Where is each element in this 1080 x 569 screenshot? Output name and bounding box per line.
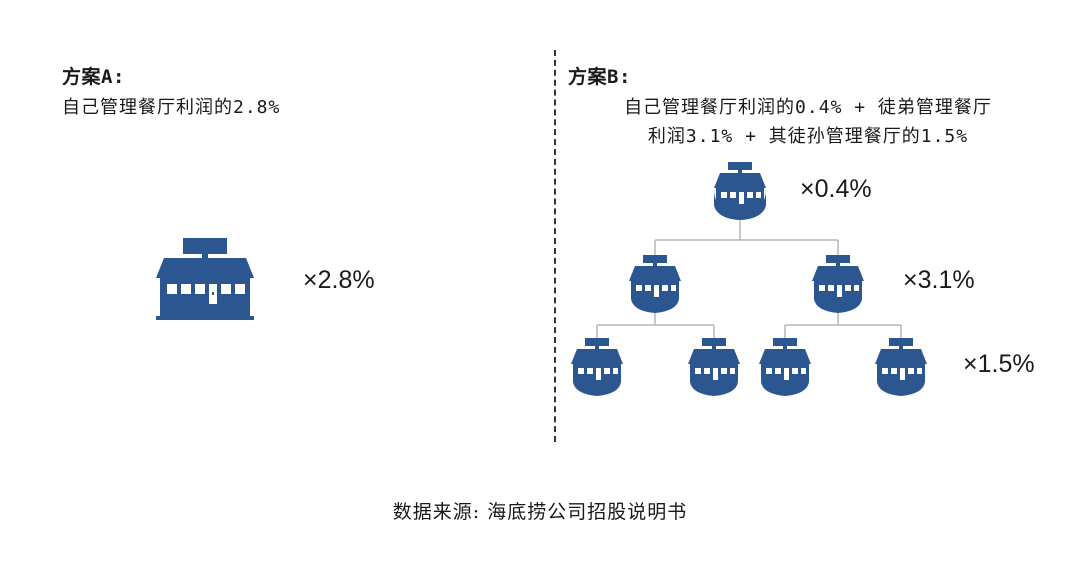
- dashed-divider: [554, 50, 556, 442]
- multiplier-level3: ×1.5%: [963, 350, 1035, 378]
- store-icon-level2-left: [629, 255, 681, 313]
- store-icon-level3-3: [759, 338, 811, 396]
- store-icon-level3-1: [571, 338, 623, 396]
- multiplier-level2: ×3.1%: [903, 266, 975, 294]
- store-icon-level3-2: [688, 338, 740, 396]
- plan-a-multiplier: ×2.8%: [303, 266, 375, 294]
- plan-a-description: 自己管理餐厅利润的2.8%: [62, 97, 281, 118]
- plan-b-title: 方案B:: [568, 66, 631, 88]
- store-icon-level3-4: [875, 338, 927, 396]
- store-icon-level2-right: [812, 255, 864, 313]
- store-icon-level1: [714, 162, 766, 220]
- multiplier-level1: ×0.4%: [800, 175, 872, 203]
- store-icon-plan-a: [156, 238, 254, 320]
- source-note: 数据来源: 海底捞公司招股说明书: [392, 501, 688, 523]
- plan-a-title: 方案A:: [62, 66, 125, 88]
- plan-b-description-line1: 自己管理餐厅利润的0.4% + 徒弟管理餐厅: [624, 97, 992, 118]
- plan-b-description-line2: 利润3.1% + 其徒孙管理餐厅的1.5%: [647, 126, 969, 147]
